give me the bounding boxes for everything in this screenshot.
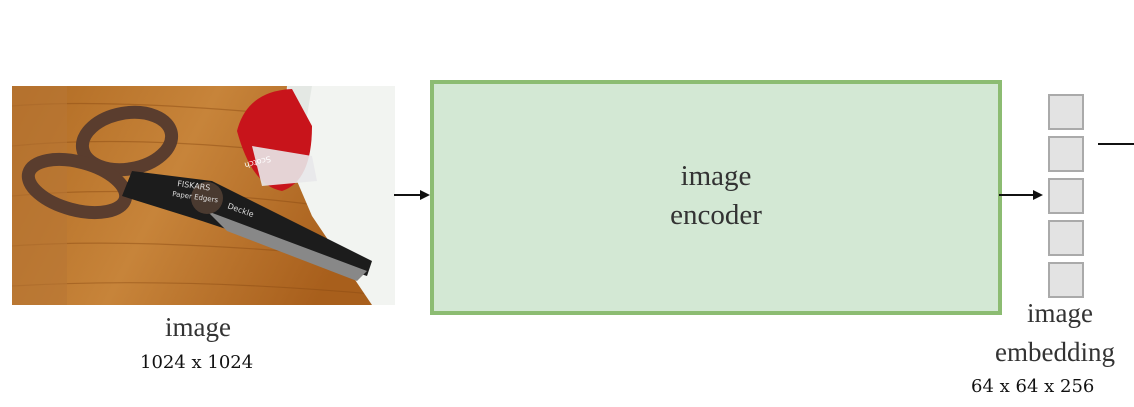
input-image-label: image — [165, 312, 231, 342]
embedding-label-line1: image — [1027, 298, 1093, 328]
embedding-size: 64 x 64 x 256 — [971, 376, 1095, 397]
encoder-label-line2: encoder — [670, 199, 762, 231]
encoder-label-line1: image — [680, 160, 752, 192]
image-encoder-box: image encoder — [430, 80, 1002, 315]
input-image-photo: FISKARS Paper Edgers Deckle Scotch — [12, 86, 395, 305]
embedding-cell — [1048, 94, 1084, 130]
embedding-cell — [1048, 136, 1084, 172]
embedding-output-line — [1098, 143, 1134, 145]
embedding-label-line2: embedding — [995, 337, 1115, 367]
scissors-photo-illustration: FISKARS Paper Edgers Deckle Scotch — [12, 86, 395, 305]
input-image-size: 1024 x 1024 — [140, 352, 254, 373]
arrow-image-to-encoder — [394, 190, 430, 200]
embedding-cell — [1048, 262, 1084, 298]
embedding-cell — [1048, 178, 1084, 214]
arrow-encoder-to-embedding — [999, 190, 1043, 200]
embedding-cell — [1048, 220, 1084, 256]
